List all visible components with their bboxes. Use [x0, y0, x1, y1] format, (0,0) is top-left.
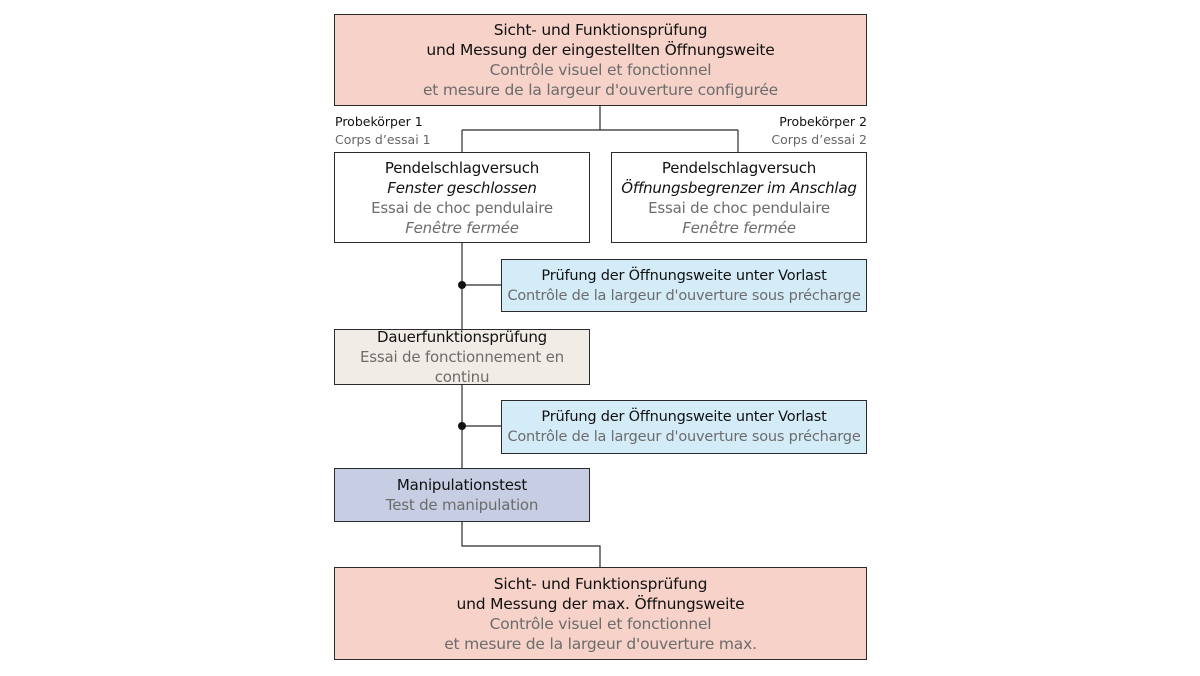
final-inspection-de-line2: und Messung der max. Öffnungsweite	[456, 594, 745, 613]
specimen-1-label: Probekörper 1 Corps d’essai 1	[335, 113, 431, 149]
pendulum-1-fr: Essai de choc pendulaire	[371, 198, 553, 217]
pendulum-test-1-box: Pendelschlagversuch Fenster geschlossen …	[334, 152, 590, 243]
endurance-test-box: Dauerfunktionsprüfung Essai de fonctionn…	[334, 328, 590, 386]
preload-check-2-fr: Contrôle de la largeur d'ouverture sous …	[507, 429, 861, 445]
specimen-1-fr: Corps d’essai 1	[335, 132, 431, 147]
preload-check-2-box: Prüfung der Öffnungsweite unter Vorlast …	[501, 400, 867, 454]
initial-inspection-de-line1: Sicht- und Funktionsprüfung	[493, 21, 708, 39]
final-inspection-box: Sicht- und Funktionsprüfung und Messung …	[334, 567, 867, 660]
initial-inspection-de-line2: und Messung der eingestellten Öffnungswe…	[426, 41, 775, 59]
endurance-test-fr: Essai de fonctionnement en continu	[360, 348, 564, 386]
preload-check-2-de: Prüfung der Öffnungsweite unter Vorlast	[541, 409, 827, 425]
preload-check-1-fr: Contrôle de la largeur d'ouverture sous …	[507, 287, 861, 304]
pendulum-2-fr: Essai de choc pendulaire	[648, 198, 830, 217]
pendulum-test-2-box: Pendelschlagversuch Öffnungsbegrenzer im…	[611, 152, 867, 243]
pendulum-2-de: Pendelschlagversuch	[661, 158, 817, 177]
initial-inspection-box: Sicht- und Funktionsprüfung und Messung …	[334, 14, 867, 106]
specimen-2-fr: Corps d’essai 2	[771, 132, 867, 147]
final-inspection-de-line1: Sicht- und Funktionsprüfung	[493, 574, 708, 593]
junction-dot-2	[458, 422, 466, 430]
manipulation-test-box: Manipulationstest Test de manipulation	[334, 468, 590, 522]
pendulum-1-fr-italic: Fenêtre fermée	[405, 218, 519, 237]
preload-check-1-de: Prüfung der Öffnungsweite unter Vorlast	[541, 267, 827, 284]
manipulation-test-fr: Test de manipulation	[385, 496, 539, 514]
pendulum-2-fr-italic: Fenêtre fermée	[682, 218, 796, 237]
final-inspection-fr-line2: et mesure de la largeur d'ouverture max.	[444, 634, 757, 653]
initial-inspection-fr-line1: Contrôle visuel et fonctionnel	[489, 61, 712, 79]
pendulum-1-de: Pendelschlagversuch	[384, 158, 540, 177]
specimen-2-label: Probekörper 2 Corps d’essai 2	[771, 113, 867, 149]
manipulation-test-de: Manipulationstest	[396, 476, 528, 494]
junction-dot-1	[458, 281, 466, 289]
endurance-test-de: Dauerfunktionsprüfung	[377, 328, 547, 346]
specimen-2-de: Probekörper 2	[779, 114, 867, 129]
initial-inspection-fr-line2: et mesure de la largeur d'ouverture conf…	[422, 81, 779, 99]
final-inspection-fr-line1: Contrôle visuel et fonctionnel	[489, 614, 712, 633]
pendulum-1-de-italic: Fenster geschlossen	[387, 178, 537, 197]
preload-check-1-box: Prüfung der Öffnungsweite unter Vorlast …	[501, 259, 867, 312]
pendulum-2-de-italic: Öffnungsbegrenzer im Anschlag	[621, 178, 857, 197]
connector-manipulation-to-bottom	[461, 522, 601, 567]
specimen-1-de: Probekörper 1	[335, 114, 423, 129]
